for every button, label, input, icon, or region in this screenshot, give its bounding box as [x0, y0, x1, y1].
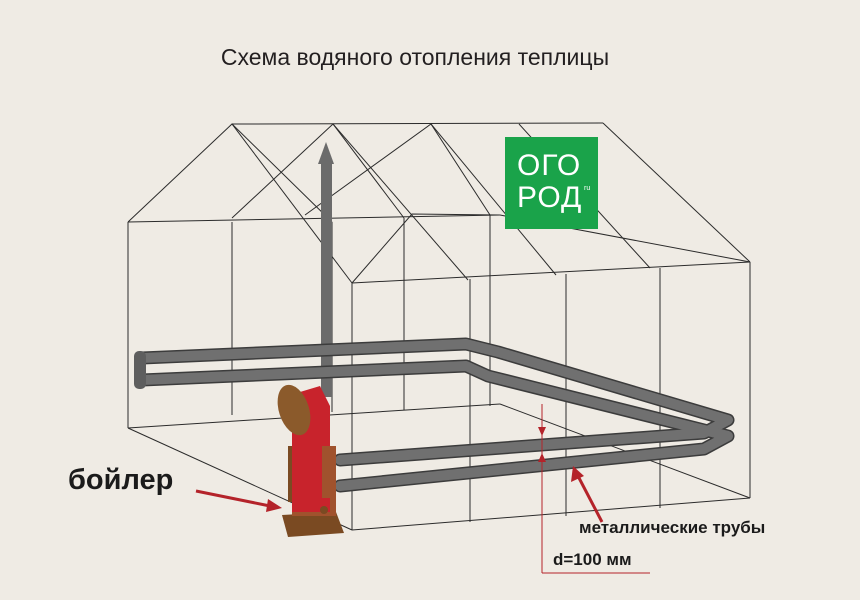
annotation-arrows — [195, 466, 604, 523]
logo-line-2: РОД — [517, 181, 583, 214]
greenhouse-frame — [127, 122, 751, 531]
chimney — [318, 142, 334, 397]
heating-pipes — [134, 337, 735, 493]
diagram-title: Схема водяного отопления теплицы — [220, 44, 610, 70]
logo-suffix: ru — [584, 185, 591, 192]
boiler-label: бойлер — [68, 464, 174, 496]
pipes-label: металлические трубы — [579, 518, 766, 537]
diameter-dimension — [538, 404, 650, 574]
diameter-label: d=100 мм — [553, 550, 632, 569]
boiler — [277, 384, 344, 537]
ogorod-logo: ОГО РОД ru — [505, 137, 598, 229]
logo-line-1: ОГО — [517, 149, 582, 182]
